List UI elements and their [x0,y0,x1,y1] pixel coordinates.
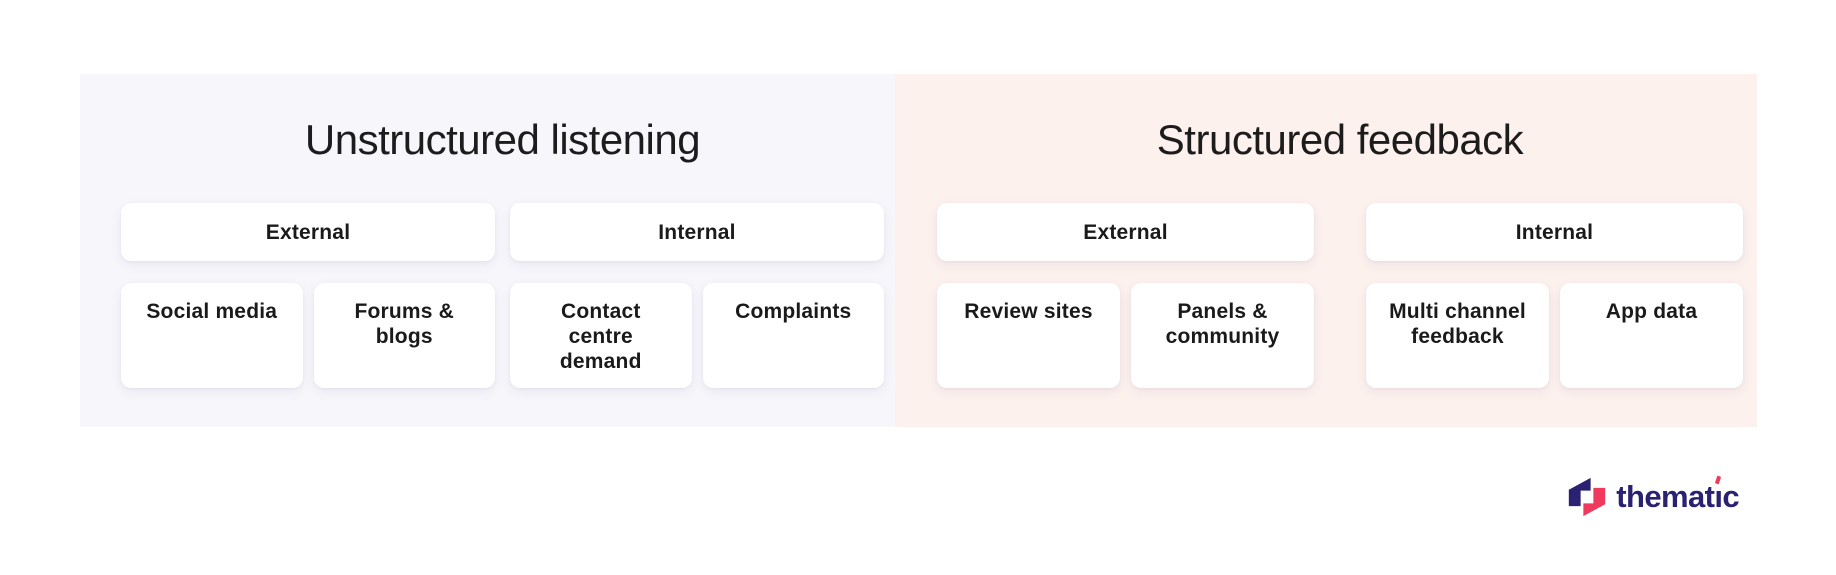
card-row: Social media Forums & blogs [121,283,495,388]
header-card-unstructured-external: External [121,203,495,261]
header-label: External [265,220,351,244]
card-label: Multi channel feedback [1389,300,1526,348]
groups-structured: External Review sites Panels & community… [937,203,1743,388]
panel-title-unstructured: Unstructured listening [304,116,701,163]
thematic-logo-icon [1569,477,1606,517]
header-label: Internal [1515,220,1594,244]
card-review-sites: Review sites [937,283,1120,388]
wordmark-post: c [1722,479,1739,514]
card-label: Complaints [735,300,852,323]
header-label: Internal [658,220,736,244]
card-label: Panels & community [1165,300,1280,348]
card-label: Review sites [964,300,1093,323]
header-card-unstructured-internal: Internal [510,203,884,261]
groups-unstructured: External Social media Forums & blogs Int… [121,203,884,388]
card-contact-centre-demand: Contact centre demand [510,283,692,388]
card-row: Multi channel feedback App data [1366,283,1743,388]
panel-structured-feedback: Structured feedback External Review site… [895,74,1757,427]
card-label: Forums & blogs [354,300,455,348]
group-structured-internal: Internal Multi channel feedback App data [1366,203,1743,388]
header-label: External [1083,220,1168,244]
card-label: App data [1605,300,1698,323]
card-label: Social media [146,300,278,323]
card-multi-channel-feedback: Multi channel feedback [1366,283,1549,388]
panel-title-structured: Structured feedback [1156,116,1524,163]
card-app-data: App data [1560,283,1743,388]
group-unstructured-external: External Social media Forums & blogs [121,203,495,388]
panel-unstructured-listening: Unstructured listening External Social m… [80,74,895,427]
card-panels-community: Panels & community [1131,283,1314,388]
card-forums-blogs: Forums & blogs [313,283,495,388]
group-structured-external: External Review sites Panels & community [937,203,1314,388]
card-complaints: Complaints [702,283,884,388]
wordmark-i: ı [1714,475,1723,519]
header-card-structured-internal: Internal [1366,203,1743,261]
group-unstructured-internal: Internal Contact centre demand Complaint… [510,203,884,388]
card-label: Contact centre demand [559,300,642,373]
card-social-media: Social media [121,283,303,388]
wordmark-pre: themat [1616,479,1715,514]
card-row: Review sites Panels & community [937,283,1314,388]
card-row: Contact centre demand Complaints [510,283,884,388]
header-card-structured-external: External [937,203,1314,261]
